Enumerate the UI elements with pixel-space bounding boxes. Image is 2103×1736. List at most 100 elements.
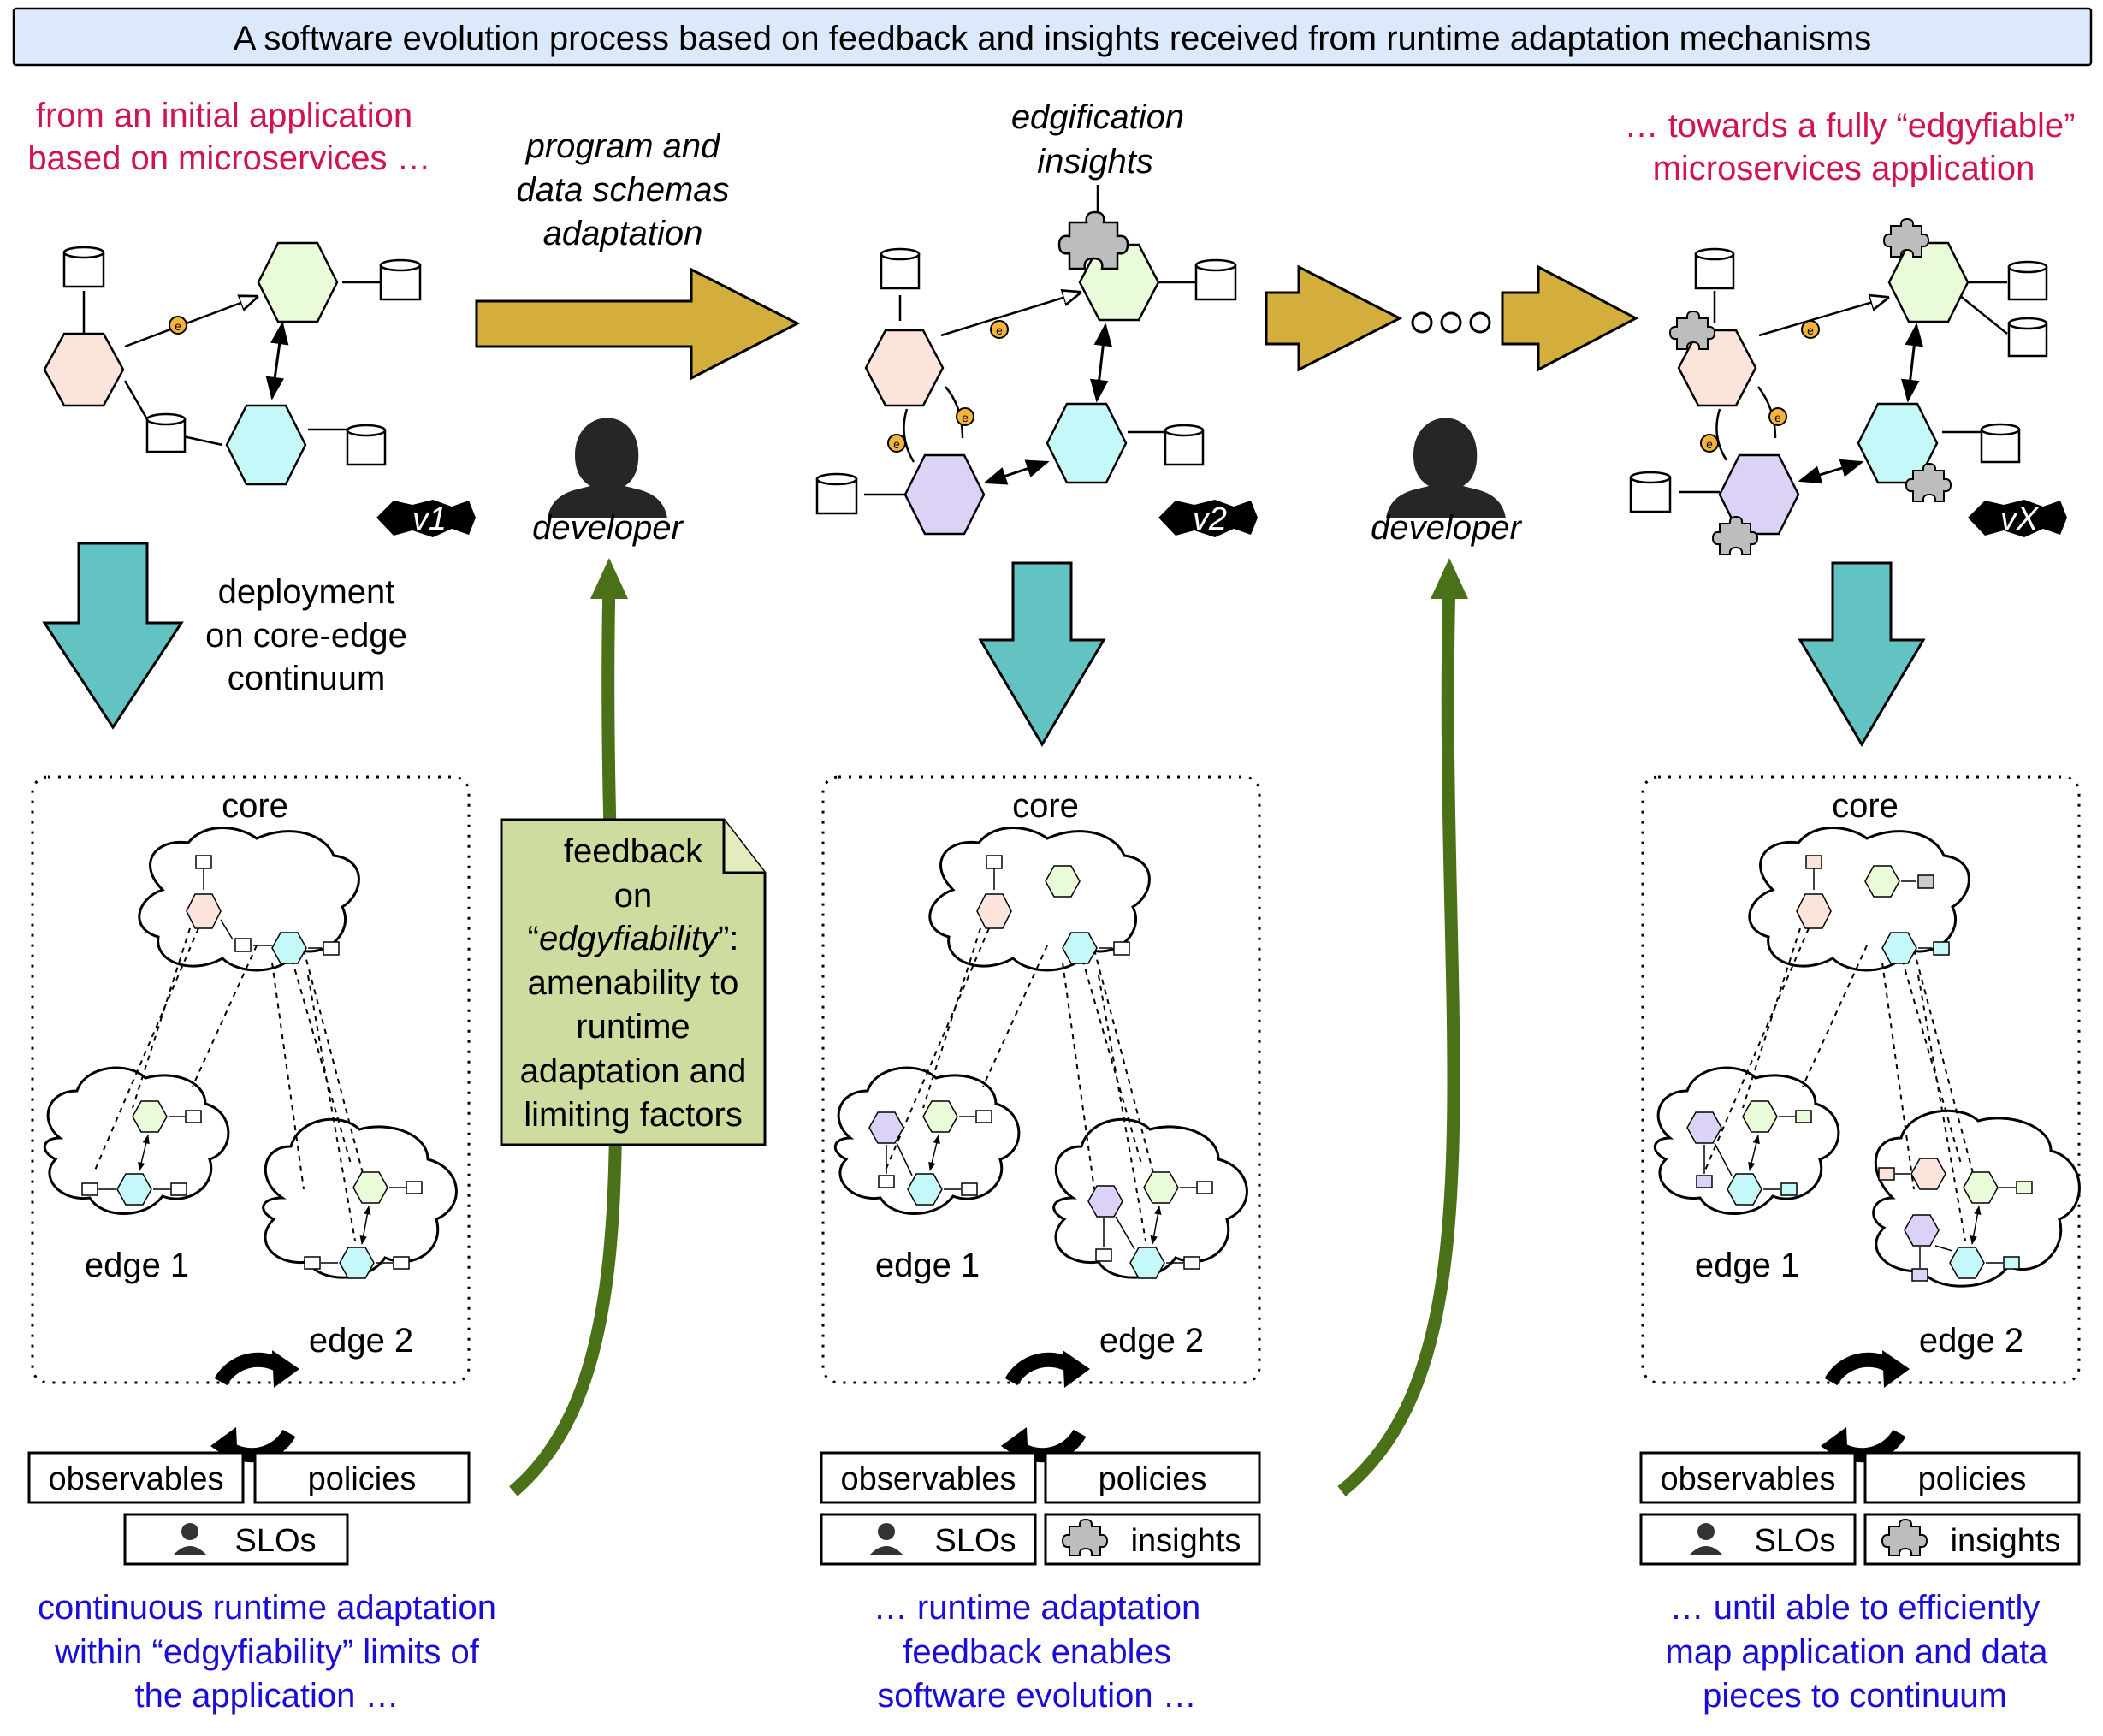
- svg-text:e: e: [996, 323, 1003, 337]
- insights-label: insights: [1131, 1523, 1241, 1559]
- edge1-services: [868, 1100, 992, 1206]
- developer-label-2: developer: [1371, 509, 1522, 547]
- continuum-box-1: [31, 775, 471, 1384]
- continuum-box-3: [1641, 775, 2081, 1384]
- stage1-bottom-line2: within “edgyfiability” limits of: [54, 1633, 480, 1671]
- user-icon: [173, 1523, 207, 1555]
- observables-label: observables: [841, 1461, 1016, 1497]
- stage3-bottom-line1: … until able to efficiently: [1670, 1589, 2041, 1626]
- database-icon: [62, 246, 105, 288]
- deploy-arrow-2: [978, 561, 1106, 747]
- core-services: [186, 855, 340, 964]
- adaptation-loop-icon: [1821, 1350, 1910, 1465]
- svg-text:v1: v1: [412, 501, 447, 537]
- hexagon-service-pink: [43, 332, 125, 407]
- adaptation-loop-icon: [1001, 1350, 1090, 1465]
- user-icon: [869, 1523, 903, 1555]
- user-icon: [1689, 1523, 1723, 1555]
- edge1-label: edge 1: [1695, 1247, 1799, 1284]
- app-graph-vx: e e e: [1629, 217, 2048, 555]
- version-badge-vx: vX: [1968, 500, 2067, 537]
- app-graph-v1: e: [43, 241, 422, 486]
- deploy-line3: continuum: [228, 660, 386, 697]
- database-icon: [1694, 247, 1735, 290]
- hexagon-service-cyan: [1857, 402, 1939, 484]
- insights-label: insights: [1951, 1523, 2061, 1559]
- policies-box: [253, 1451, 471, 1504]
- policies-box: [1863, 1451, 2081, 1504]
- policies-label: policies: [1099, 1461, 1207, 1497]
- slos-box: [820, 1513, 1037, 1566]
- observables-label: observables: [49, 1461, 224, 1497]
- adaptation-label-line1: program and: [525, 127, 722, 165]
- event-token-icon: e: [990, 320, 1009, 339]
- deploy-arrow-3: [1798, 561, 1926, 747]
- edge2-services: [304, 1171, 423, 1279]
- svg-text:vX: vX: [2000, 501, 2040, 537]
- feedback-note: [500, 818, 767, 1146]
- stage3-bottom-line2: map application and data: [1666, 1633, 2049, 1671]
- database-icon: [1629, 471, 1672, 513]
- insights-label-line1: edgification: [1011, 98, 1184, 136]
- adaptation-label-line2: data schemas: [516, 171, 729, 209]
- edge2-services: [1087, 1171, 1213, 1279]
- observables-box: [1639, 1451, 1857, 1504]
- deploy-arrow-1: [42, 542, 184, 730]
- edge2-label: edge 2: [1099, 1322, 1204, 1360]
- edge1-cloud: [44, 1066, 230, 1215]
- evolution-arrow-1: [475, 267, 801, 381]
- feedback-arrow-1-head: [590, 558, 628, 599]
- edge1-services: [1686, 1100, 1812, 1206]
- puzzle-insight-icon: [1882, 217, 1930, 258]
- policies-label: policies: [308, 1461, 417, 1497]
- note-line3: “edgyfiability”:: [528, 920, 739, 957]
- database-icon: [145, 412, 187, 453]
- svg-text:e: e: [1807, 323, 1814, 337]
- deployment-links: [884, 927, 1155, 1241]
- hexagon-service-cyan: [225, 404, 307, 486]
- database-icon: [1980, 423, 2021, 464]
- stage3-top-line2: microservices application: [1653, 150, 2035, 187]
- continuation-dots: [1411, 311, 1491, 334]
- deploy-line1: deployment: [218, 573, 395, 611]
- core-services: [1796, 855, 1950, 964]
- developer-icon: [548, 418, 667, 518]
- feedback-arrow-2-head: [1431, 558, 1468, 599]
- continuum-box-2: [821, 775, 1261, 1384]
- slos-label: SLOs: [934, 1523, 1016, 1559]
- core-cloud: [928, 827, 1151, 972]
- puzzle-insight-icon: [1668, 310, 1716, 350]
- svg-text:e: e: [1774, 411, 1781, 424]
- hexagon-service-pink: [864, 329, 945, 407]
- hexagon-service-green: [257, 241, 339, 323]
- stage1-top-line1: from an initial application: [36, 97, 412, 134]
- stage1-bottom-line1: continuous runtime adaptation: [38, 1589, 496, 1626]
- svg-text:e: e: [1706, 437, 1713, 451]
- version-badge-v2: v2: [1158, 500, 1258, 537]
- note-line6: adaptation and: [520, 1052, 747, 1090]
- deploy-line2: on core-edge: [205, 617, 407, 655]
- edge1-label: edge 1: [875, 1247, 980, 1284]
- stage1-top-line2: based on microservices …: [27, 139, 430, 177]
- core-cloud: [138, 827, 360, 972]
- slos-label: SLOs: [234, 1523, 316, 1559]
- policies-label: policies: [1918, 1461, 2027, 1497]
- deployment-links: [1703, 927, 1975, 1241]
- evolution-arrow-2a: [1265, 264, 1403, 372]
- stage1-bottom-line3: the application …: [134, 1677, 399, 1715]
- database-icon: [2007, 317, 2048, 358]
- svg-text:e: e: [175, 319, 181, 333]
- puzzle-insight-icon: [1061, 1518, 1109, 1556]
- observables-box: [27, 1451, 245, 1504]
- database-icon: [1164, 424, 1205, 466]
- hexagon-service-cyan: [1046, 402, 1128, 484]
- svg-text:v2: v2: [1193, 501, 1227, 537]
- evolution-arrow-2b: [1501, 264, 1639, 372]
- slos-box: [1639, 1513, 1857, 1566]
- edge2-label: edge 2: [309, 1322, 413, 1360]
- note-line1: feedback: [564, 832, 703, 870]
- note-line5: runtime: [576, 1008, 690, 1046]
- adaptation-loop-icon: [210, 1350, 299, 1465]
- stage2-bottom-line3: software evolution …: [877, 1677, 1197, 1715]
